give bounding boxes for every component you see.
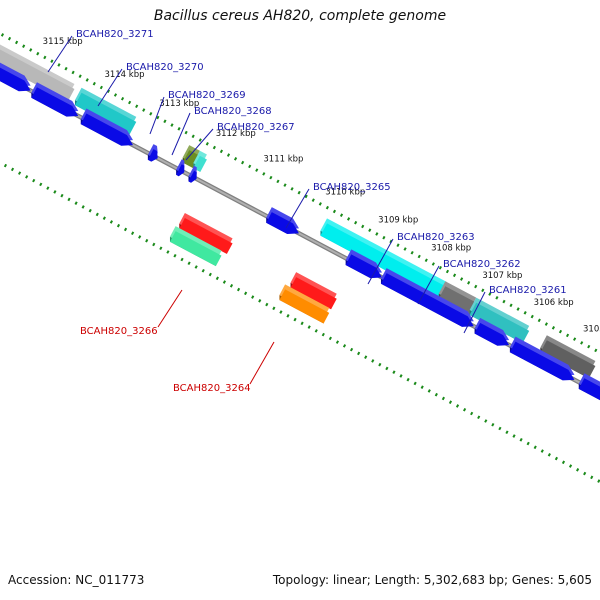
- cds-arrow[interactable]: [31, 82, 79, 117]
- tick-label: 3113 kbp: [159, 99, 199, 109]
- label-leader-line: [285, 188, 310, 229]
- tick-label: 3109 kbp: [378, 216, 418, 226]
- gene-label-bcah820-3267[interactable]: BCAH820_3267: [217, 122, 295, 133]
- label-layer: BCAH820_3271BCAH820_3270BCAH820_3269BCAH…: [47, 29, 567, 394]
- inner-tick-ring: [0, 161, 600, 484]
- gene-bcah820-3264[interactable]: [279, 284, 330, 324]
- gene-label-bcah820-3269[interactable]: BCAH820_3269: [168, 90, 246, 101]
- tick-track: 3115 kbp 3114 kbp 3113 kbp 3112 kbp 3111 kbp…: [0, 31, 600, 484]
- tick-label: 3108 kbp: [431, 244, 471, 254]
- gene-label-bcah820-3264[interactable]: BCAH820_3264: [173, 383, 251, 394]
- label-leader-line: [185, 128, 214, 161]
- gene-label-bcah820-3271[interactable]: BCAH820_3271: [76, 29, 154, 40]
- cds-arrow[interactable]: [176, 159, 185, 177]
- cds-arrow[interactable]: [578, 373, 600, 405]
- gene-bcah820-3263[interactable]: [320, 218, 448, 300]
- gene-label-bcah820-3270[interactable]: BCAH820_3270: [126, 62, 204, 73]
- cds-arrow[interactable]: [380, 268, 474, 327]
- cds-arrow[interactable]: [345, 249, 383, 279]
- cds-arrow[interactable]: [474, 317, 510, 346]
- tick-label: 3112 kbp: [216, 129, 256, 139]
- label-leader-line: [249, 341, 275, 385]
- gene-label-bcah820-3262[interactable]: BCAH820_3262: [443, 259, 521, 270]
- tick-label: 3114 kbp: [104, 70, 144, 80]
- tick-label: 3110 kbp: [325, 187, 365, 197]
- gene-reverse-red[interactable]: [179, 212, 233, 254]
- tick-label: 3106 kbp: [534, 298, 574, 308]
- tick-label: 3105 kbp: [583, 324, 600, 334]
- gene-label-bcah820-3265[interactable]: BCAH820_3265: [313, 182, 391, 193]
- gene-bcah820-3266[interactable]: [169, 226, 222, 267]
- cds-arrow[interactable]: [147, 144, 158, 162]
- cds-arrow[interactable]: [0, 56, 31, 92]
- tick-label: 3111 kbp: [263, 155, 303, 165]
- label-leader-line: [157, 289, 183, 328]
- cds-arrow[interactable]: [509, 336, 575, 381]
- gene-label-bcah820-3268[interactable]: BCAH820_3268: [194, 106, 272, 117]
- accession-text: Accession: NC_011773: [8, 573, 145, 587]
- cds-arrow[interactable]: [266, 207, 300, 234]
- tick-label: 3115 kbp: [43, 37, 83, 47]
- label-leader-line: [171, 112, 191, 156]
- label-leader-line: [417, 265, 440, 305]
- label-leader-line: [367, 238, 394, 285]
- topology-text: Topology: linear; Length: 5,302,683 bp; …: [272, 573, 592, 587]
- gene-label-bcah820-3263[interactable]: BCAH820_3263: [397, 232, 475, 243]
- cds-arrow[interactable]: [80, 108, 134, 146]
- outer-tick-ring: [0, 31, 600, 355]
- cds-arrow[interactable]: [188, 165, 197, 183]
- map-title: Bacillus cereus AH820, complete genome: [153, 8, 447, 24]
- feature-track: [0, 44, 600, 405]
- gene-label-bcah820-3261[interactable]: BCAH820_3261: [489, 285, 567, 296]
- label-leader-line: [149, 96, 165, 135]
- label-leader-line: [47, 35, 73, 73]
- gene-label-bcah820-3266[interactable]: BCAH820_3266: [80, 326, 158, 337]
- label-leader-line: [97, 68, 123, 107]
- label-leader-line: [463, 291, 486, 334]
- tick-label: 3107 kbp: [482, 271, 522, 281]
- gene-reverse-red-2[interactable]: [290, 272, 337, 310]
